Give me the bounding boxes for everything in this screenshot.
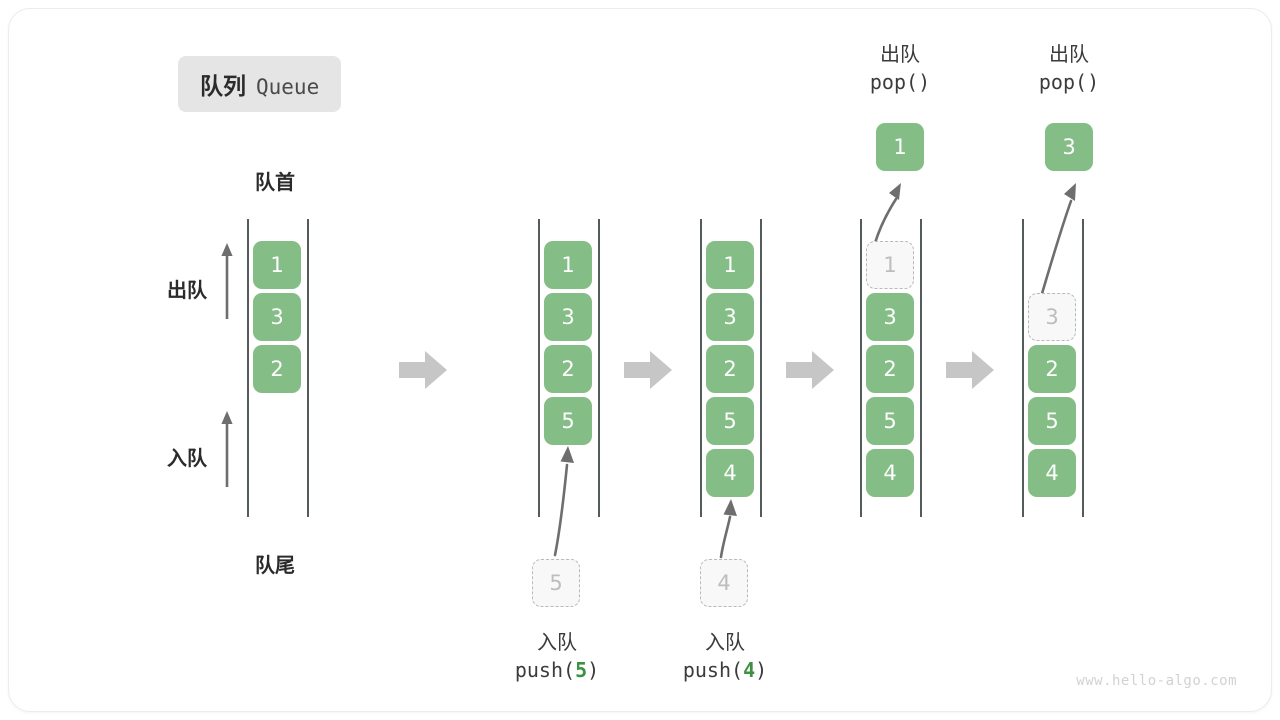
popped-cell: 3 — [1045, 123, 1093, 171]
popped-cell: 1 — [876, 123, 924, 171]
push-operation-code: push(5) — [486, 657, 628, 685]
queue-rail-right-4 — [920, 219, 922, 517]
queue-cell: 3 — [544, 293, 592, 341]
queue-cell: 2 — [544, 345, 592, 393]
pop-operation-label-1: 出队 pop() — [829, 41, 971, 96]
pop-operation-label-2: 出队 pop() — [998, 41, 1140, 96]
queue-cell: 1 — [706, 241, 754, 289]
incoming-ghost-cell: 5 — [532, 559, 580, 607]
queue-rail-right-5 — [1082, 219, 1084, 517]
queue-rail-left-5 — [1022, 219, 1024, 517]
pop-arrow-icon — [854, 181, 924, 245]
queue-cell: 3 — [866, 293, 914, 341]
push-operation-code: push(4) — [654, 657, 796, 685]
push-operation-cn: 入队 — [537, 630, 577, 654]
diagram-title-badge: 队列 Queue — [178, 56, 342, 112]
dequeue-direction-label: 出队 — [167, 278, 207, 302]
push-code-prefix: push( — [682, 657, 744, 682]
queue-cell: 4 — [866, 449, 914, 497]
pop-code-suffix: ) — [918, 69, 931, 94]
push-code-suffix: ) — [587, 657, 600, 682]
push-code-num: 5 — [575, 657, 588, 682]
incoming-ghost-cell: 4 — [700, 559, 748, 607]
diagram-card: 队列 Queue 队首 队尾 出队 入队 1 3 2 1 3 2 5 — [8, 8, 1272, 712]
queue-cell: 5 — [866, 397, 914, 445]
watermark: www.hello-algo.com — [1076, 673, 1237, 689]
push-operation-label-1: 入队 push(5) — [486, 629, 628, 684]
pop-code-prefix: pop( — [1038, 69, 1088, 94]
queue-cell: 2 — [1028, 345, 1076, 393]
push-arrow-icon — [529, 443, 599, 557]
queue-cell: 1 — [253, 241, 301, 289]
pop-operation-code: pop() — [998, 69, 1140, 97]
removed-ghost-cell: 1 — [866, 241, 914, 289]
pop-code-suffix: ) — [1087, 69, 1100, 94]
queue-cell: 2 — [866, 345, 914, 393]
step-separator-arrow-icon — [624, 351, 672, 389]
queue-cell: 2 — [253, 345, 301, 393]
pop-operation-code: pop() — [829, 69, 971, 97]
queue-cell: 2 — [706, 345, 754, 393]
dequeue-arrow-icon — [220, 243, 234, 319]
queue-cell: 3 — [253, 293, 301, 341]
diagram-title-cn: 队列 — [200, 74, 246, 100]
step-separator-arrow-icon — [399, 351, 447, 389]
pop-operation-cn: 出队 — [880, 42, 920, 66]
queue-rail-left-4 — [860, 219, 862, 517]
queue-rail-right-3 — [760, 219, 762, 517]
step-separator-arrow-icon — [946, 351, 994, 389]
push-arrow-icon — [697, 497, 757, 559]
queue-rail-right-2 — [598, 219, 600, 517]
queue-rail-right-1 — [307, 219, 309, 517]
removed-ghost-cell: 3 — [1028, 293, 1076, 341]
queue-rail-left-2 — [538, 219, 540, 517]
push-code-num: 4 — [743, 657, 756, 682]
queue-cell: 1 — [544, 241, 592, 289]
enqueue-arrow-icon — [220, 411, 234, 487]
pop-operation-cn: 出队 — [1049, 42, 1089, 66]
rear-label: 队尾 — [255, 553, 295, 577]
front-label: 队首 — [255, 170, 295, 194]
queue-cell: 3 — [706, 293, 754, 341]
diagram-title-en: Queue — [256, 75, 320, 99]
queue-rail-left-3 — [700, 219, 702, 517]
queue-cell-new: 5 — [544, 397, 592, 445]
push-operation-label-2: 入队 push(4) — [654, 629, 796, 684]
push-code-prefix: push( — [514, 657, 576, 682]
queue-rail-left-1 — [247, 219, 249, 517]
queue-cell: 5 — [1028, 397, 1076, 445]
push-operation-cn: 入队 — [705, 630, 745, 654]
push-code-suffix: ) — [755, 657, 768, 682]
pop-code-prefix: pop( — [869, 69, 919, 94]
queue-cell: 5 — [706, 397, 754, 445]
queue-cell: 4 — [1028, 449, 1076, 497]
step-separator-arrow-icon — [786, 351, 834, 389]
queue-cell-new: 4 — [706, 449, 754, 497]
pop-arrow-icon — [1019, 181, 1099, 301]
enqueue-direction-label: 入队 — [167, 446, 207, 470]
